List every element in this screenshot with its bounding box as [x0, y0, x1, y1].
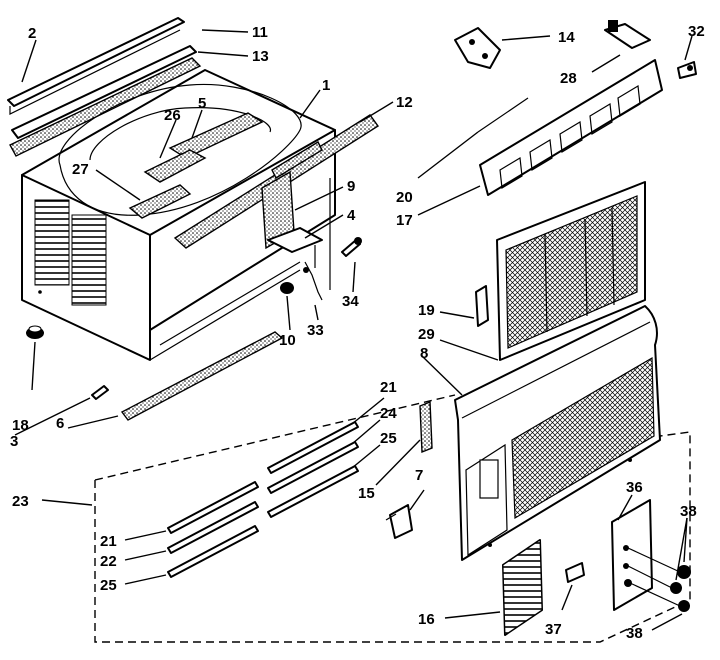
callout-12: 12	[396, 94, 413, 111]
support-bracket	[267, 227, 323, 268]
callout-38-top: 38	[680, 503, 697, 520]
callout-25-bottom: 25	[100, 577, 117, 594]
bottom-seal-strip	[120, 331, 284, 421]
leader-lines	[14, 29, 693, 631]
fastener-10	[280, 282, 294, 294]
clip-14	[454, 27, 501, 69]
rubber-foot	[26, 325, 44, 339]
callout-19: 19	[418, 302, 435, 319]
piece-19	[475, 285, 489, 327]
mounting-screw-34	[341, 237, 362, 257]
callout-17: 17	[396, 212, 413, 229]
callout-13: 13	[252, 48, 269, 65]
knob-28	[604, 20, 651, 49]
callout-5: 5	[198, 95, 206, 112]
callout-8: 8	[420, 345, 428, 362]
callout-23: 23	[12, 493, 29, 510]
top-seal-strips	[7, 17, 202, 157]
callout-14: 14	[558, 29, 575, 46]
callout-21-top: 21	[380, 379, 397, 396]
vent-grille-16	[502, 539, 543, 636]
callout-9: 9	[347, 178, 355, 195]
callout-38-bottom: 38	[626, 625, 643, 642]
air-filter	[496, 181, 646, 361]
control-panel	[611, 499, 653, 611]
callout-20: 20	[396, 189, 413, 206]
callout-16: 16	[418, 611, 435, 628]
clip-33	[303, 261, 323, 301]
callout-18: 18	[12, 417, 29, 434]
callout-34: 34	[342, 293, 359, 310]
rod-20	[477, 97, 529, 133]
callout-22: 22	[100, 553, 117, 570]
screw-3	[91, 385, 109, 400]
callout-36: 36	[626, 479, 643, 496]
callout-11: 11	[252, 24, 268, 41]
callout-21-bottom: 21	[100, 533, 117, 550]
callout-25-top: 25	[380, 430, 397, 447]
callout-32: 32	[688, 23, 705, 40]
bracket-7	[385, 504, 413, 539]
callout-29: 29	[418, 326, 435, 343]
callout-28: 28	[560, 70, 577, 87]
front-grille-panel	[454, 305, 661, 561]
callout-37: 37	[545, 621, 562, 638]
part-32	[677, 61, 697, 79]
callout-24: 24	[380, 405, 397, 422]
callout-10: 10	[279, 332, 296, 349]
part-37	[565, 562, 585, 583]
callout-4: 4	[347, 207, 356, 224]
louver-assembly-17	[479, 59, 663, 196]
callout-3: 3	[10, 433, 18, 450]
callout-26: 26	[164, 107, 181, 124]
seal-15	[419, 400, 433, 454]
callout-2: 2	[28, 25, 36, 42]
callout-6: 6	[56, 415, 64, 432]
callout-27: 27	[72, 161, 89, 178]
callout-7: 7	[415, 467, 423, 484]
cabinet-side-louvers	[34, 199, 107, 306]
callout-33: 33	[307, 322, 324, 339]
callout-1: 1	[322, 77, 330, 94]
filter-strips	[167, 421, 359, 578]
assembly-group-boundary	[94, 394, 691, 643]
callout-labels: 2 11 13 1 5 12 26 27 9 4 34 10 33 18 3 6…	[10, 23, 705, 642]
control-knobs	[627, 547, 691, 612]
foam-seal-pads	[128, 112, 380, 250]
callout-15: 15	[358, 485, 375, 502]
